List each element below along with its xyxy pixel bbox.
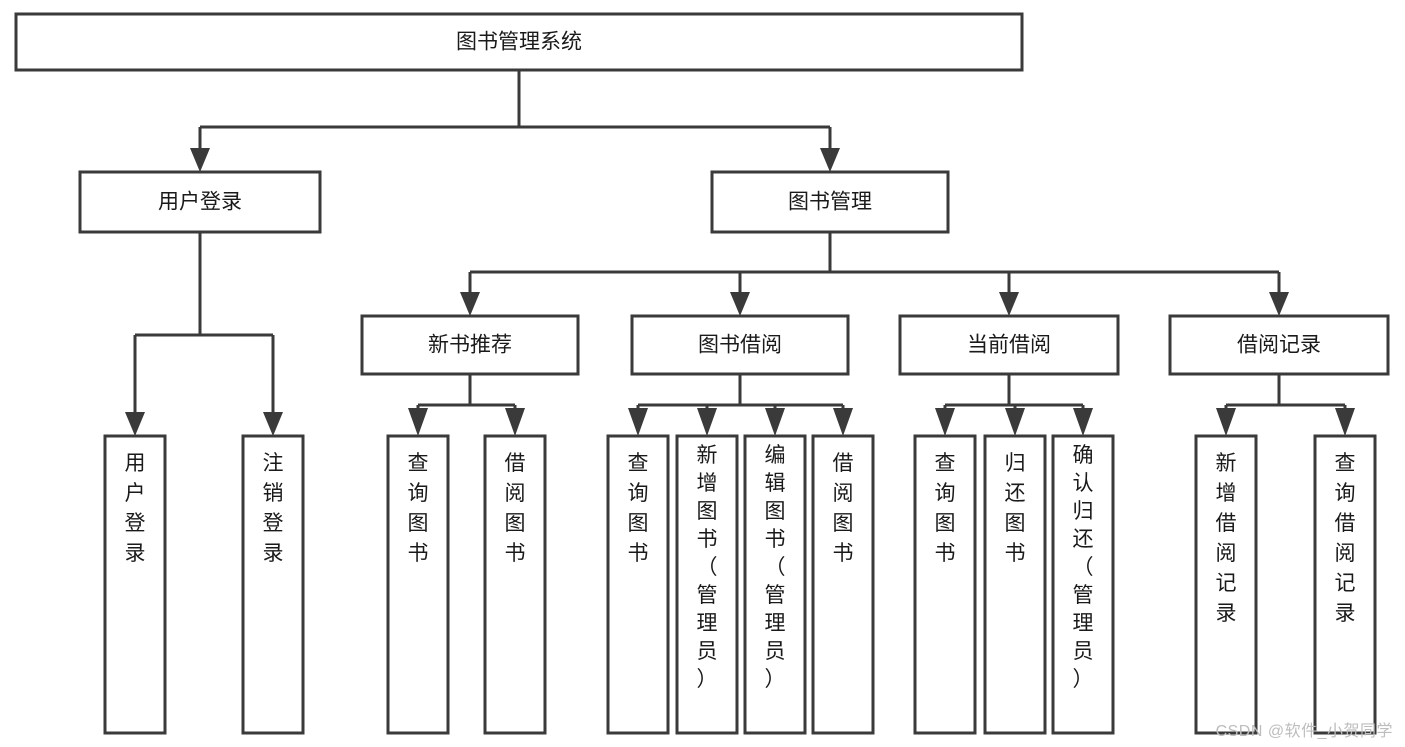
- node-current-borrow-label: 当前借阅: [967, 334, 1051, 357]
- connector-group-root: [190, 70, 840, 172]
- leaf-node[interactable]: 归还图书: [983, 434, 1047, 735]
- arrow-head-borrow: [730, 292, 750, 316]
- leaf-box-query-record[interactable]: [1313, 434, 1377, 735]
- leaf-box-confirm-return[interactable]: [1051, 434, 1115, 735]
- connector-group-user-login: [125, 232, 283, 436]
- arrow-head-leaf-9: [935, 408, 955, 436]
- leaf-label-query-book-1: 查询图书: [408, 452, 429, 565]
- node-new-book-recommend-label: 新书推荐: [428, 334, 512, 357]
- node-book-borrow[interactable]: 图书借阅: [630, 314, 850, 376]
- node-current-borrow[interactable]: 当前借阅: [898, 314, 1120, 376]
- node-borrow-record[interactable]: 借阅记录: [1168, 314, 1390, 376]
- node-book-management[interactable]: 图书管理: [710, 170, 950, 234]
- arrow-head-leaf-10: [1005, 408, 1025, 436]
- arrow-head-leaf-6: [697, 408, 717, 436]
- leaf-node[interactable]: 查询借阅记录: [1313, 434, 1377, 735]
- node-book-borrow-label: 图书借阅: [698, 334, 782, 357]
- arrow-head-login: [190, 148, 210, 172]
- arrow-head-leaf-3: [408, 408, 428, 436]
- leaf-node[interactable]: 新增借阅记录: [1194, 434, 1258, 735]
- arrow-head-leaf-2: [263, 412, 283, 436]
- leaf-label-add-record: 新增借阅记录: [1216, 452, 1237, 625]
- leaf-label-query-record: 查询借阅记录: [1335, 452, 1356, 625]
- leaf-node[interactable]: 确认归还（管理员）: [1051, 434, 1115, 735]
- node-user-login-label: 用户登录: [158, 191, 242, 214]
- node-new-book-recommend[interactable]: 新书推荐: [360, 314, 580, 376]
- leaf-label-add-book: 新增图书（管理员）: [697, 444, 718, 691]
- connector-group-book-management: [460, 232, 1289, 316]
- leaf-box-user-login[interactable]: [103, 434, 167, 735]
- leaf-node[interactable]: 查询图书: [386, 434, 450, 735]
- node-root-label: 图书管理系统: [456, 31, 582, 54]
- arrow-head-leaf-11: [1073, 408, 1093, 436]
- leaf-node[interactable]: 查询图书: [606, 434, 670, 735]
- arrow-head-leaf-8: [833, 408, 853, 436]
- leaf-box-add-record[interactable]: [1194, 434, 1258, 735]
- node-new-book-recommend-box[interactable]: [360, 314, 580, 376]
- connector-group-borrow-record: [1216, 374, 1355, 436]
- leaf-box-query-book-1[interactable]: [386, 434, 450, 735]
- leaf-label-edit-book: 编辑图书（管理员）: [765, 444, 786, 691]
- node-root[interactable]: 图书管理系统: [14, 12, 1024, 72]
- leaf-box-return-book[interactable]: [983, 434, 1047, 735]
- arrow-head-record: [1269, 292, 1289, 316]
- leaf-node[interactable]: 注销登录: [241, 434, 305, 735]
- leaf-node[interactable]: 借阅图书: [483, 434, 547, 735]
- leaf-box-borrow-book-2[interactable]: [811, 434, 875, 735]
- arrow-head-bookmgmt: [820, 148, 840, 172]
- node-current-borrow-box[interactable]: [898, 314, 1120, 376]
- node-user-login[interactable]: 用户登录: [78, 170, 322, 234]
- arrow-head-leaf-5: [628, 408, 648, 436]
- node-borrow-record-box[interactable]: [1168, 314, 1390, 376]
- connector-group-book-borrow: [628, 374, 853, 436]
- leaf-label-query-book-2: 查询图书: [628, 452, 649, 565]
- leaf-node[interactable]: 借阅图书: [811, 434, 875, 735]
- leaf-label-borrow-book-2: 借阅图书: [833, 452, 854, 565]
- arrow-head-current: [999, 292, 1019, 316]
- leaf-node[interactable]: 编辑图书（管理员）: [743, 434, 807, 735]
- leaf-label-user-login: 用户登录: [125, 452, 146, 565]
- leaf-label-query-book-3: 查询图书: [935, 452, 956, 565]
- arrow-head-leaf-4: [505, 408, 525, 436]
- leaf-box-add-book[interactable]: [675, 434, 739, 735]
- node-borrow-record-label: 借阅记录: [1237, 334, 1321, 357]
- leaf-label-logout: 注销登录: [263, 452, 284, 565]
- node-root-box[interactable]: [14, 12, 1024, 72]
- arrow-head-leaf-12: [1216, 408, 1236, 436]
- arrow-head-leaf-13: [1335, 408, 1355, 436]
- arrow-head-leaf-7: [765, 408, 785, 436]
- leaf-label-confirm-return: 确认归还（管理员）: [1073, 444, 1094, 691]
- leaf-box-query-book-2[interactable]: [606, 434, 670, 735]
- leaf-box-query-book-3[interactable]: [913, 434, 977, 735]
- connector-group-new-book: [408, 374, 525, 436]
- leaf-node[interactable]: 新增图书（管理员）: [675, 434, 739, 735]
- leaf-label-borrow-book-1: 借阅图书: [505, 452, 526, 565]
- leaf-label-return-book: 归还图书: [1005, 452, 1026, 565]
- node-user-login-box[interactable]: [78, 170, 322, 234]
- leaf-node[interactable]: 用户登录: [103, 434, 167, 735]
- leaf-node[interactable]: 查询图书: [913, 434, 977, 735]
- watermark: CSDN @软件_小贺同学: [1215, 723, 1393, 740]
- leaf-box-logout[interactable]: [241, 434, 305, 735]
- arrow-head-newbook: [460, 292, 480, 316]
- node-book-management-box[interactable]: [710, 170, 950, 234]
- node-book-borrow-box[interactable]: [630, 314, 850, 376]
- arrow-head-leaf-1: [125, 412, 145, 436]
- leaf-box-borrow-book-1[interactable]: [483, 434, 547, 735]
- node-book-management-label: 图书管理: [788, 191, 872, 214]
- leaf-box-edit-book[interactable]: [743, 434, 807, 735]
- connector-group-current-borrow: [935, 374, 1093, 436]
